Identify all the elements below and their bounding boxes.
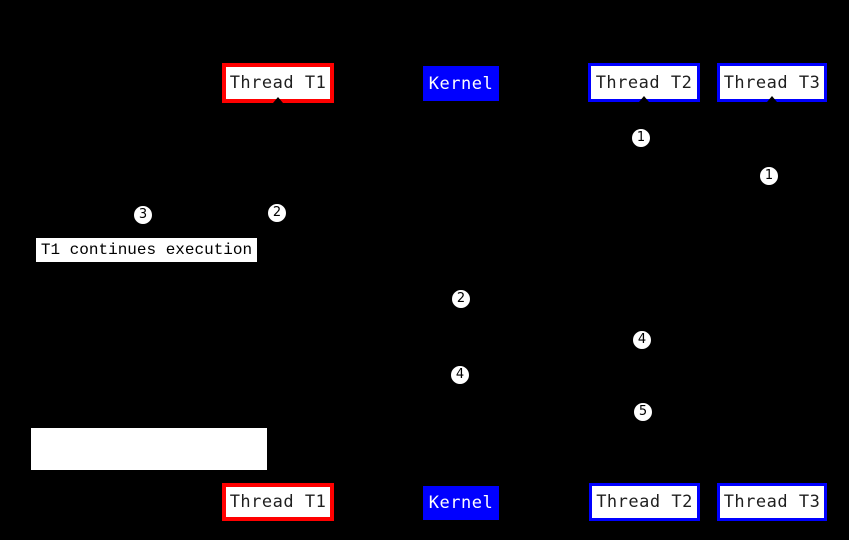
thread-t2-label-top: Thread T2 [595,72,693,93]
lifeline-arrowhead [639,96,649,102]
step-marker: 2 [267,203,287,223]
thread-t2-box-bottom: Thread T2 [589,483,700,521]
kernel-box-top: Kernel [423,66,499,101]
thread-t3-box-bottom: Thread T3 [717,483,827,521]
thread-t3-label-bottom: Thread T3 [723,492,821,512]
step-marker: 4 [632,330,652,350]
note-t1-continues: T1 continues execution [36,238,257,262]
kernel-box-bottom: Kernel [423,486,499,520]
step-marker: 3 [133,205,153,225]
step-marker: 1 [759,166,779,186]
note-t1-continues-label: T1 continues execution [40,241,253,259]
lifeline-arrowhead [638,479,648,485]
step-marker: 4 [450,365,470,385]
step-marker: 5 [633,402,653,422]
thread-t3-box-top: Thread T3 [717,63,827,102]
kernel-label-top: Kernel [428,73,494,94]
kernel-label-bottom: Kernel [428,493,494,513]
lifeline-arrowhead [767,479,777,485]
thread-t1-box-bottom: Thread T1 [222,483,334,521]
thread-t1-label-bottom: Thread T1 [229,492,327,512]
thread-t2-label-bottom: Thread T2 [596,492,693,512]
lifeline-arrowhead [273,97,283,103]
thread-t1-label-top: Thread T1 [229,73,327,93]
note-blank-box [31,428,267,470]
step-marker: 2 [451,289,471,309]
step-marker: 1 [631,128,651,148]
lifeline-arrowhead [767,96,777,102]
lifeline-arrowhead [273,479,283,485]
thread-t3-label-top: Thread T3 [723,72,821,93]
